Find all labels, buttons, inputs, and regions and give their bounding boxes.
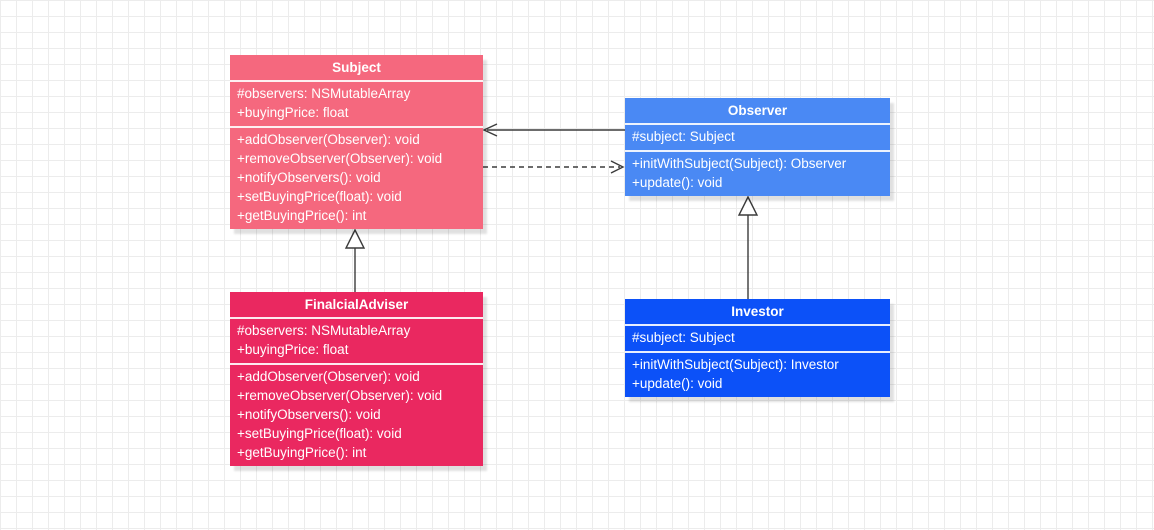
method: +setBuyingPrice(float): void bbox=[237, 426, 402, 441]
generalization-arrow-finalcialadviser-to-subject[interactable] bbox=[344, 228, 366, 292]
method: +update(): void bbox=[632, 175, 723, 190]
class-investor[interactable]: Investor #subject: Subject +initWithSubj… bbox=[625, 299, 890, 397]
attributes-section: #subject: Subject bbox=[625, 123, 890, 150]
method: +getBuyingPrice(): int bbox=[237, 445, 367, 460]
class-finalcialadviser[interactable]: FinalcialAdviser #observers: NSMutableAr… bbox=[230, 292, 483, 466]
method: +removeObserver(Observer): void bbox=[237, 151, 443, 166]
attributes-section: #observers: NSMutableArray +buyingPrice:… bbox=[230, 80, 483, 126]
method: +setBuyingPrice(float): void bbox=[237, 189, 402, 204]
dependency-arrow-subject-to-observer[interactable] bbox=[483, 160, 625, 174]
generalization-arrow-investor-to-observer[interactable] bbox=[737, 195, 759, 299]
attribute: #observers: NSMutableArray bbox=[237, 86, 411, 101]
class-title: Observer bbox=[727, 103, 788, 118]
method: +getBuyingPrice(): int bbox=[237, 208, 367, 223]
method: +removeObserver(Observer): void bbox=[237, 388, 443, 403]
attribute: #observers: NSMutableArray bbox=[237, 323, 411, 338]
attributes-section: #subject: Subject bbox=[625, 324, 890, 351]
class-subject[interactable]: Subject #observers: NSMutableArray +buyi… bbox=[230, 55, 483, 229]
method: +addObserver(Observer): void bbox=[237, 369, 420, 384]
methods-section: +initWithSubject(Subject): Observer +upd… bbox=[625, 150, 890, 196]
method: +notifyObservers(): void bbox=[237, 170, 381, 185]
class-title: Investor bbox=[731, 304, 784, 319]
method: +initWithSubject(Subject): Observer bbox=[632, 156, 847, 171]
methods-section: +addObserver(Observer): void +removeObse… bbox=[230, 363, 483, 466]
association-arrow-observer-to-subject[interactable] bbox=[482, 123, 625, 137]
attribute: +buyingPrice: float bbox=[237, 105, 349, 120]
attributes-section: #observers: NSMutableArray +buyingPrice:… bbox=[230, 317, 483, 363]
method: +notifyObservers(): void bbox=[237, 407, 381, 422]
attribute: #subject: Subject bbox=[632, 129, 735, 144]
attribute: +buyingPrice: float bbox=[237, 342, 349, 357]
class-title: FinalcialAdviser bbox=[304, 297, 409, 312]
method: +update(): void bbox=[632, 376, 723, 391]
method: +initWithSubject(Subject): Investor bbox=[632, 357, 839, 372]
methods-section: +initWithSubject(Subject): Investor +upd… bbox=[625, 351, 890, 397]
attribute: #subject: Subject bbox=[632, 330, 735, 345]
class-observer[interactable]: Observer #subject: Subject +initWithSubj… bbox=[625, 98, 890, 196]
method: +addObserver(Observer): void bbox=[237, 132, 420, 147]
class-title: Subject bbox=[332, 60, 381, 75]
methods-section: +addObserver(Observer): void +removeObse… bbox=[230, 126, 483, 229]
